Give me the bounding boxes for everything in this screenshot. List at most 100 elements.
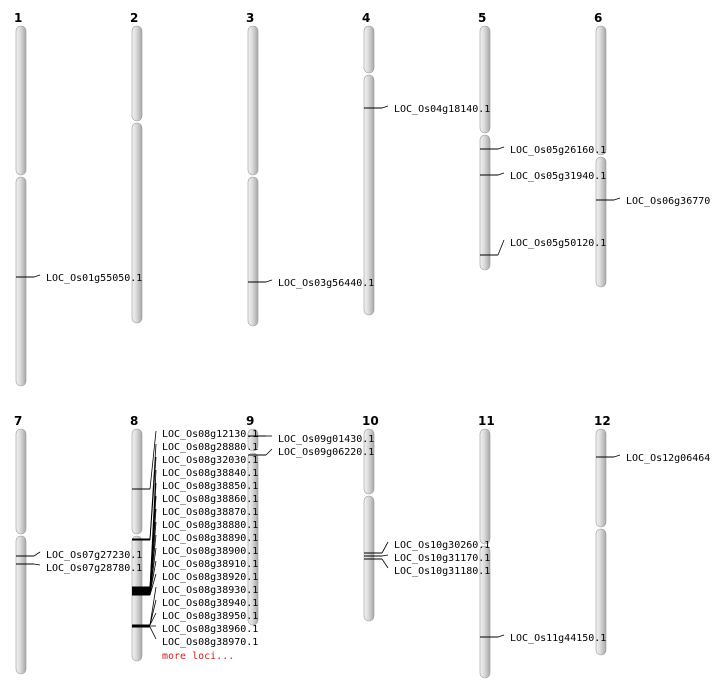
locus-label[interactable]: LOC_Os07g27230.1 bbox=[46, 550, 142, 561]
chromosome-6-long-arm bbox=[595, 156, 607, 288]
chromosome-5-short-arm bbox=[479, 25, 491, 134]
locus-connector bbox=[149, 430, 157, 490]
locus-label[interactable]: LOC_Os01g55050.1 bbox=[46, 273, 142, 284]
locus-connector bbox=[613, 197, 621, 201]
locus-label[interactable]: LOC_Os08g38890.1 bbox=[162, 533, 258, 544]
locus-label[interactable]: LOC_Os08g38970.1 bbox=[162, 637, 258, 648]
locus-label[interactable]: LOC_Os08g38960.1 bbox=[162, 624, 258, 635]
chromosome-number: 8 bbox=[130, 414, 138, 428]
locus-connector bbox=[149, 626, 157, 640]
chromosome-1-short-arm bbox=[15, 25, 27, 176]
chromosome-3-long-arm bbox=[247, 176, 259, 327]
chromosome-9[interactable] bbox=[247, 428, 259, 626]
locus-connector bbox=[149, 547, 157, 594]
locus-label[interactable]: LOC_Os08g38900.1 bbox=[162, 546, 258, 557]
locus-connector bbox=[265, 279, 273, 283]
more-loci-link[interactable]: more loci... bbox=[162, 651, 234, 662]
locus-connector bbox=[497, 634, 505, 638]
chromosome-number: 11 bbox=[478, 414, 495, 428]
locus-connector bbox=[149, 560, 157, 595]
chromosome-4-short-arm bbox=[363, 25, 375, 74]
chromosome-7[interactable] bbox=[15, 428, 27, 675]
locus-label[interactable]: LOC_Os08g38840.1 bbox=[162, 468, 258, 479]
locus-connector bbox=[497, 239, 505, 256]
chromosome-7-long-arm bbox=[15, 535, 27, 675]
chromosome-8-long-arm bbox=[131, 535, 143, 662]
locus-label[interactable]: LOC_Os03g56440.1 bbox=[278, 278, 374, 289]
chromosome-6[interactable] bbox=[595, 25, 607, 288]
locus-label[interactable]: LOC_Os05g50120.1 bbox=[510, 238, 606, 249]
locus-label[interactable]: LOC_Os08g38880.1 bbox=[162, 520, 258, 531]
locus-connector bbox=[33, 274, 41, 278]
chromosome-number: 5 bbox=[478, 11, 486, 25]
locus-connector bbox=[497, 146, 505, 150]
chromosome-number: 2 bbox=[130, 11, 138, 25]
locus-label[interactable]: LOC_Os08g28880.1 bbox=[162, 442, 258, 453]
locus-connector bbox=[149, 586, 157, 626]
chromosome-12[interactable] bbox=[595, 428, 607, 656]
chromosome-11[interactable] bbox=[479, 428, 491, 679]
locus-label[interactable]: LOC_Os12g06464.1 bbox=[626, 453, 712, 464]
locus-label[interactable]: LOC_Os11g44150.1 bbox=[510, 633, 606, 644]
chromosome-9-short-arm bbox=[247, 428, 259, 452]
locus-label[interactable]: LOC_Os08g38950.1 bbox=[162, 611, 258, 622]
chromosome-number: 1 bbox=[14, 11, 22, 25]
chromosome-11-long-arm bbox=[479, 545, 491, 679]
locus-label[interactable]: LOC_Os08g38930.1 bbox=[162, 585, 258, 596]
locus-label[interactable]: LOC_Os08g38850.1 bbox=[162, 481, 258, 492]
locus-connector bbox=[381, 105, 389, 109]
chromosome-10-short-arm bbox=[363, 428, 375, 495]
locus-connector bbox=[149, 599, 157, 626]
chromosome-9-long-arm bbox=[247, 452, 259, 626]
locus-label[interactable]: LOC_Os04g18140.1 bbox=[394, 104, 490, 115]
chromosome-7-short-arm bbox=[15, 428, 27, 535]
chromosome-2[interactable] bbox=[131, 25, 143, 324]
locus-label[interactable]: LOC_Os08g38940.1 bbox=[162, 598, 258, 609]
chromosome-number: 3 bbox=[246, 11, 254, 25]
locus-connector bbox=[33, 563, 41, 566]
locus-label[interactable]: LOC_Os05g26160.1 bbox=[510, 145, 606, 156]
chromosome-3-short-arm bbox=[247, 25, 259, 176]
locus-connector bbox=[149, 573, 157, 596]
locus-label[interactable]: LOC_Os05g31940.1 bbox=[510, 171, 606, 182]
chromosome-12-short-arm bbox=[595, 428, 607, 528]
locus-label[interactable]: LOC_Os08g38910.1 bbox=[162, 559, 258, 570]
chromosome-11-short-arm bbox=[479, 428, 491, 545]
locus-label[interactable]: LOC_Os08g12130.1 bbox=[162, 429, 258, 440]
locus-label[interactable]: LOC_Os09g01430.1 bbox=[278, 434, 374, 445]
chromosome-8[interactable] bbox=[131, 428, 143, 662]
locus-label[interactable]: LOC_Os10g30260.1 bbox=[394, 540, 490, 551]
locus-connector bbox=[381, 541, 389, 554]
chromosome-1-long-arm bbox=[15, 176, 27, 387]
chromosome-number: 10 bbox=[362, 414, 379, 428]
chromosome-number: 12 bbox=[594, 414, 611, 428]
locus-label[interactable]: LOC_Os06g36770.1 bbox=[626, 196, 712, 207]
locus-label[interactable]: LOC_Os08g32030.1 bbox=[162, 455, 258, 466]
locus-label[interactable]: LOC_Os07g28780.1 bbox=[46, 563, 142, 574]
chromosome-8-short-arm bbox=[131, 428, 143, 535]
chromosome-5[interactable] bbox=[479, 25, 491, 271]
locus-label[interactable]: LOC_Os08g38920.1 bbox=[162, 572, 258, 583]
chromosome-12-long-arm bbox=[595, 528, 607, 656]
locus-connector bbox=[381, 558, 389, 569]
locus-label[interactable]: LOC_Os09g06220.1 bbox=[278, 447, 374, 458]
locus-label[interactable]: LOC_Os10g31170.1 bbox=[394, 553, 490, 564]
chromosome-number: 4 bbox=[362, 11, 370, 25]
locus-connector bbox=[149, 612, 157, 626]
chromosome-3[interactable] bbox=[247, 25, 259, 327]
locus-label[interactable]: LOC_Os10g31180.1 bbox=[394, 566, 490, 577]
chromosome-1[interactable] bbox=[15, 25, 27, 387]
locus-connector bbox=[613, 454, 621, 458]
locus-label[interactable]: LOC_Os08g38860.1 bbox=[162, 494, 258, 505]
locus-connector bbox=[381, 554, 389, 557]
chromosome-5-long-arm bbox=[479, 134, 491, 271]
locus-connector bbox=[33, 551, 41, 557]
locus-label[interactable]: LOC_Os08g38870.1 bbox=[162, 507, 258, 518]
chromosome-4[interactable] bbox=[363, 25, 375, 316]
chromosome-number: 7 bbox=[14, 414, 22, 428]
chromosome-4-long-arm bbox=[363, 74, 375, 316]
locus-connector bbox=[149, 456, 157, 541]
locus-connector bbox=[497, 172, 505, 176]
chromosome-number: 9 bbox=[246, 414, 254, 428]
